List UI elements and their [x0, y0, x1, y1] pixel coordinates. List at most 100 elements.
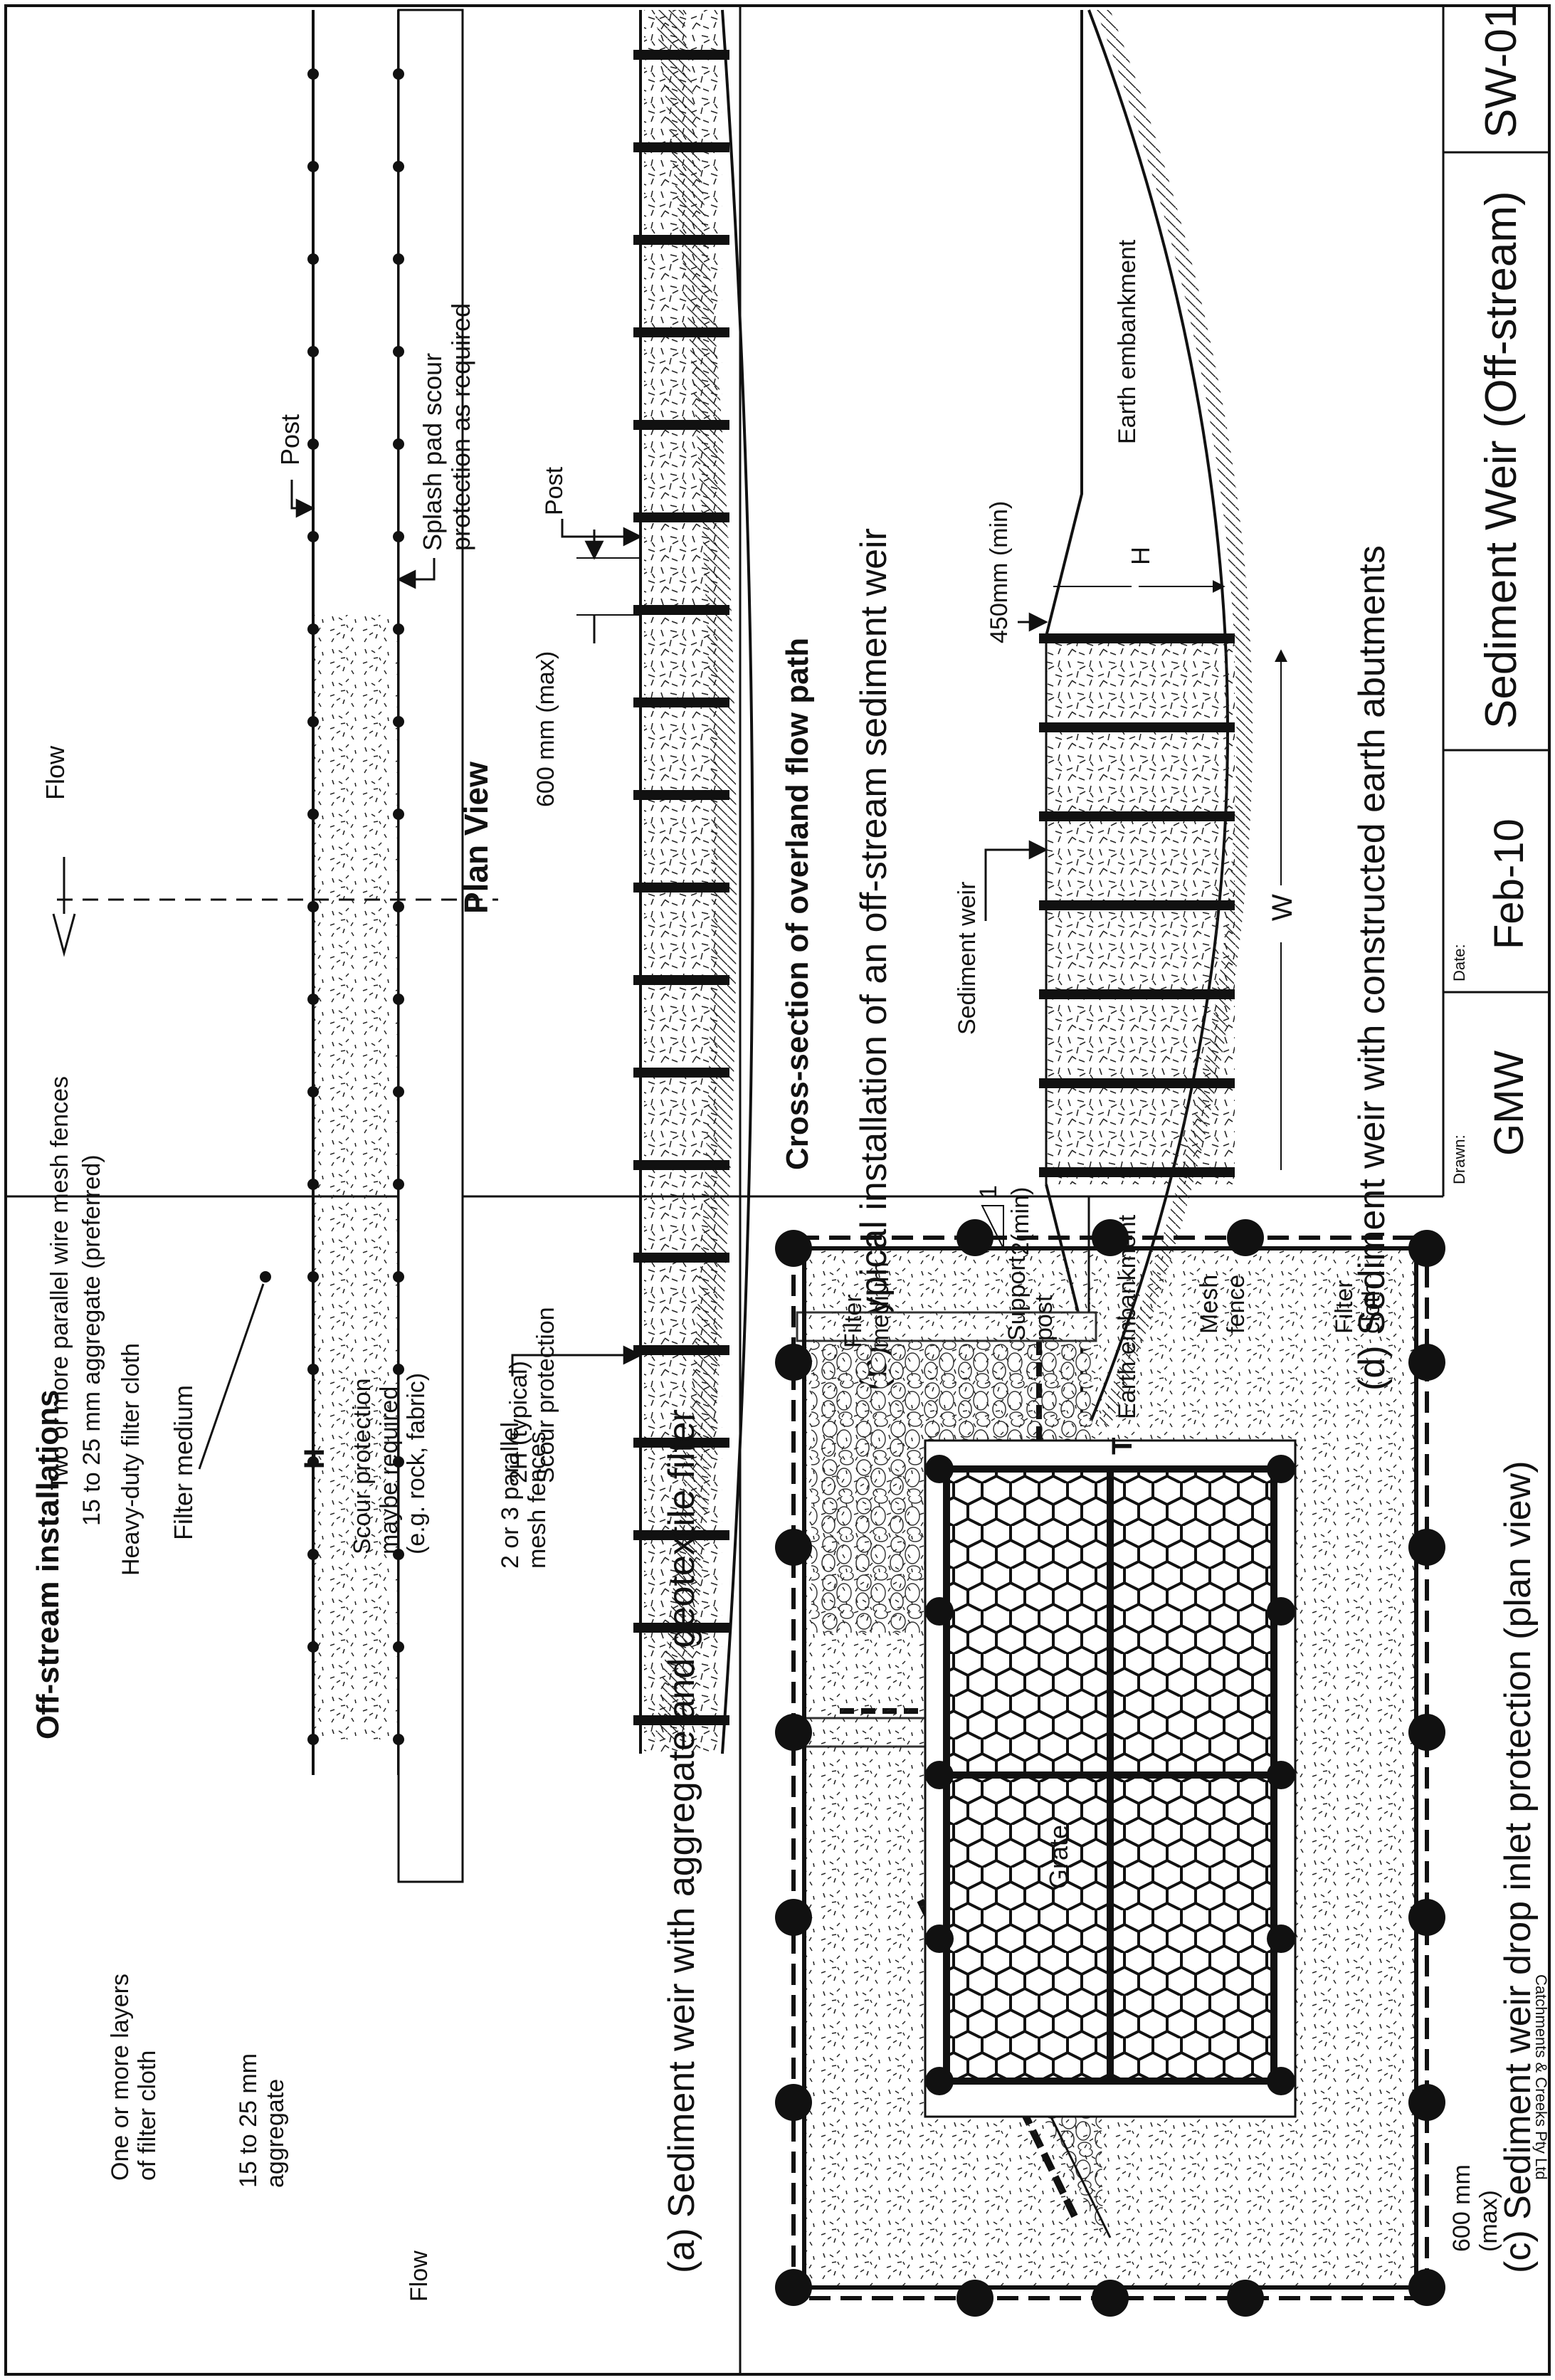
inlet-post	[1092, 1219, 1129, 1256]
cross-post	[633, 697, 729, 707]
plan-post	[307, 809, 319, 820]
inlet-spacing-1: 600 mm	[1448, 2164, 1475, 2252]
cross-post	[633, 1345, 729, 1355]
inlet-post	[775, 1344, 812, 1381]
splash-pad-label-1: Splash pad scour	[418, 353, 447, 551]
inlet-post	[775, 2084, 812, 2121]
plan-post	[307, 901, 319, 912]
h-label-d: H	[1126, 547, 1155, 565]
plan-post	[307, 1734, 319, 1745]
plan-post	[307, 253, 319, 265]
cross-section: 2 or 3 parallel mesh fences 600 mm (max)…	[497, 9, 815, 1754]
plan-posts	[307, 68, 404, 1745]
cross-post	[633, 1068, 729, 1078]
fences-label-2: mesh fences	[524, 1431, 551, 1569]
filter-cloth-1: Filter	[1331, 1280, 1358, 1334]
inlet-post	[1227, 1219, 1264, 1256]
cross-post	[633, 1623, 729, 1633]
cross-post	[633, 235, 729, 245]
plan-post	[393, 68, 404, 80]
plan-filter-strip	[313, 615, 399, 1739]
plan-post	[307, 531, 319, 542]
cross-filter	[644, 10, 722, 1754]
typical-label-1: 2H (typical)	[505, 1361, 532, 1483]
drawn-label: Drawn:	[1450, 1134, 1468, 1184]
filter-medium-label: Filter medium	[169, 1385, 198, 1540]
date-label: Date:	[1450, 944, 1468, 981]
slope-v-label: 1	[975, 1185, 1002, 1199]
inlet-post	[1408, 2269, 1445, 2306]
cross-post	[633, 1530, 729, 1540]
plan-post	[307, 623, 319, 635]
plan-post	[393, 531, 404, 542]
fences-label-1: 2 or 3 parallel	[497, 1422, 524, 1569]
layers-label-2: of filter cloth	[134, 2050, 161, 2181]
weir-post	[1039, 1167, 1235, 1177]
post-label: Post	[275, 414, 305, 465]
splash-pad-label-2: protection as required	[446, 303, 475, 551]
plan-post	[307, 346, 319, 357]
scour-label-3: (e.g. rock, fabric)	[403, 1373, 430, 1554]
plan-post	[307, 1549, 319, 1560]
inlet-posts	[775, 1219, 1445, 2317]
mesh-fence-2: fence	[1223, 1275, 1250, 1334]
inlet-post	[1408, 2084, 1445, 2121]
grate-post	[925, 1455, 954, 1483]
inlet-filter-medium-2: medium	[867, 1262, 894, 1348]
inlet-post	[775, 1529, 812, 1566]
cross-post	[633, 790, 729, 800]
plan-post	[307, 1364, 319, 1375]
cross-post	[633, 975, 729, 985]
weir-post	[1039, 900, 1235, 910]
scour-label-2: maybe required	[376, 1386, 403, 1554]
cross-post	[633, 420, 729, 430]
mesh-fence-1: Mesh	[1196, 1275, 1223, 1334]
weir-post	[1039, 722, 1235, 732]
plan-post	[307, 1456, 319, 1468]
plan-view: Off-stream installations Flow Filter med…	[31, 9, 498, 1883]
grate-post	[925, 2067, 954, 2095]
plan-post	[307, 161, 319, 172]
w-label: W	[1267, 894, 1298, 921]
typical-label-2: Scour protection	[532, 1307, 559, 1483]
splash-pad	[397, 9, 464, 1883]
grate-post	[925, 1924, 954, 1953]
weir-post	[1039, 1078, 1235, 1088]
plan-post	[307, 994, 319, 1005]
embankment-right-label: Earth embankment	[1114, 239, 1141, 444]
drawn-value: GMW	[1486, 1051, 1532, 1156]
plan-post	[393, 1456, 404, 1468]
inlet-post	[775, 1230, 812, 1267]
inlet-post	[1227, 2280, 1264, 2317]
plan-post	[307, 1641, 319, 1653]
cross-section-title: Cross-section of overland flow path	[780, 638, 815, 1170]
grate-post	[925, 1597, 954, 1626]
plan-post	[393, 1179, 404, 1190]
cross-post	[633, 327, 729, 337]
cross-post-label: Post	[541, 466, 568, 515]
aggregate-preferred-label: 15 to 25 mm aggregate (preferred)	[78, 1154, 105, 1526]
inlet-spacing-2: (max)	[1475, 2190, 1502, 2252]
inlet-post	[1092, 2280, 1129, 2317]
caption-a: (a) Sediment weir with aggregate and geo…	[661, 1409, 702, 2273]
cross-post	[633, 883, 729, 892]
inlet-post	[1408, 1230, 1445, 1267]
t-label: T	[1107, 1438, 1138, 1455]
inlet-post	[1408, 1344, 1445, 1381]
grate-post	[1267, 1761, 1295, 1789]
plan-post	[393, 623, 404, 635]
drawing-title: Sediment Weir (Off-stream)	[1477, 191, 1526, 729]
plan-post	[393, 1271, 404, 1283]
spacing-label: 600 mm (max)	[532, 651, 559, 807]
cross-post	[633, 1715, 729, 1725]
plan-post	[393, 716, 404, 727]
aggregate-label-2: aggregate	[262, 2079, 289, 2188]
weir-post	[1039, 989, 1235, 999]
flow-label-a: Flow	[406, 2250, 433, 2302]
inlet-post	[1408, 1714, 1445, 1751]
flow-label: Flow	[41, 745, 70, 800]
cross-post	[633, 512, 729, 522]
inlet-post	[775, 1899, 812, 1936]
drawing-code: SW-01	[1477, 4, 1526, 138]
